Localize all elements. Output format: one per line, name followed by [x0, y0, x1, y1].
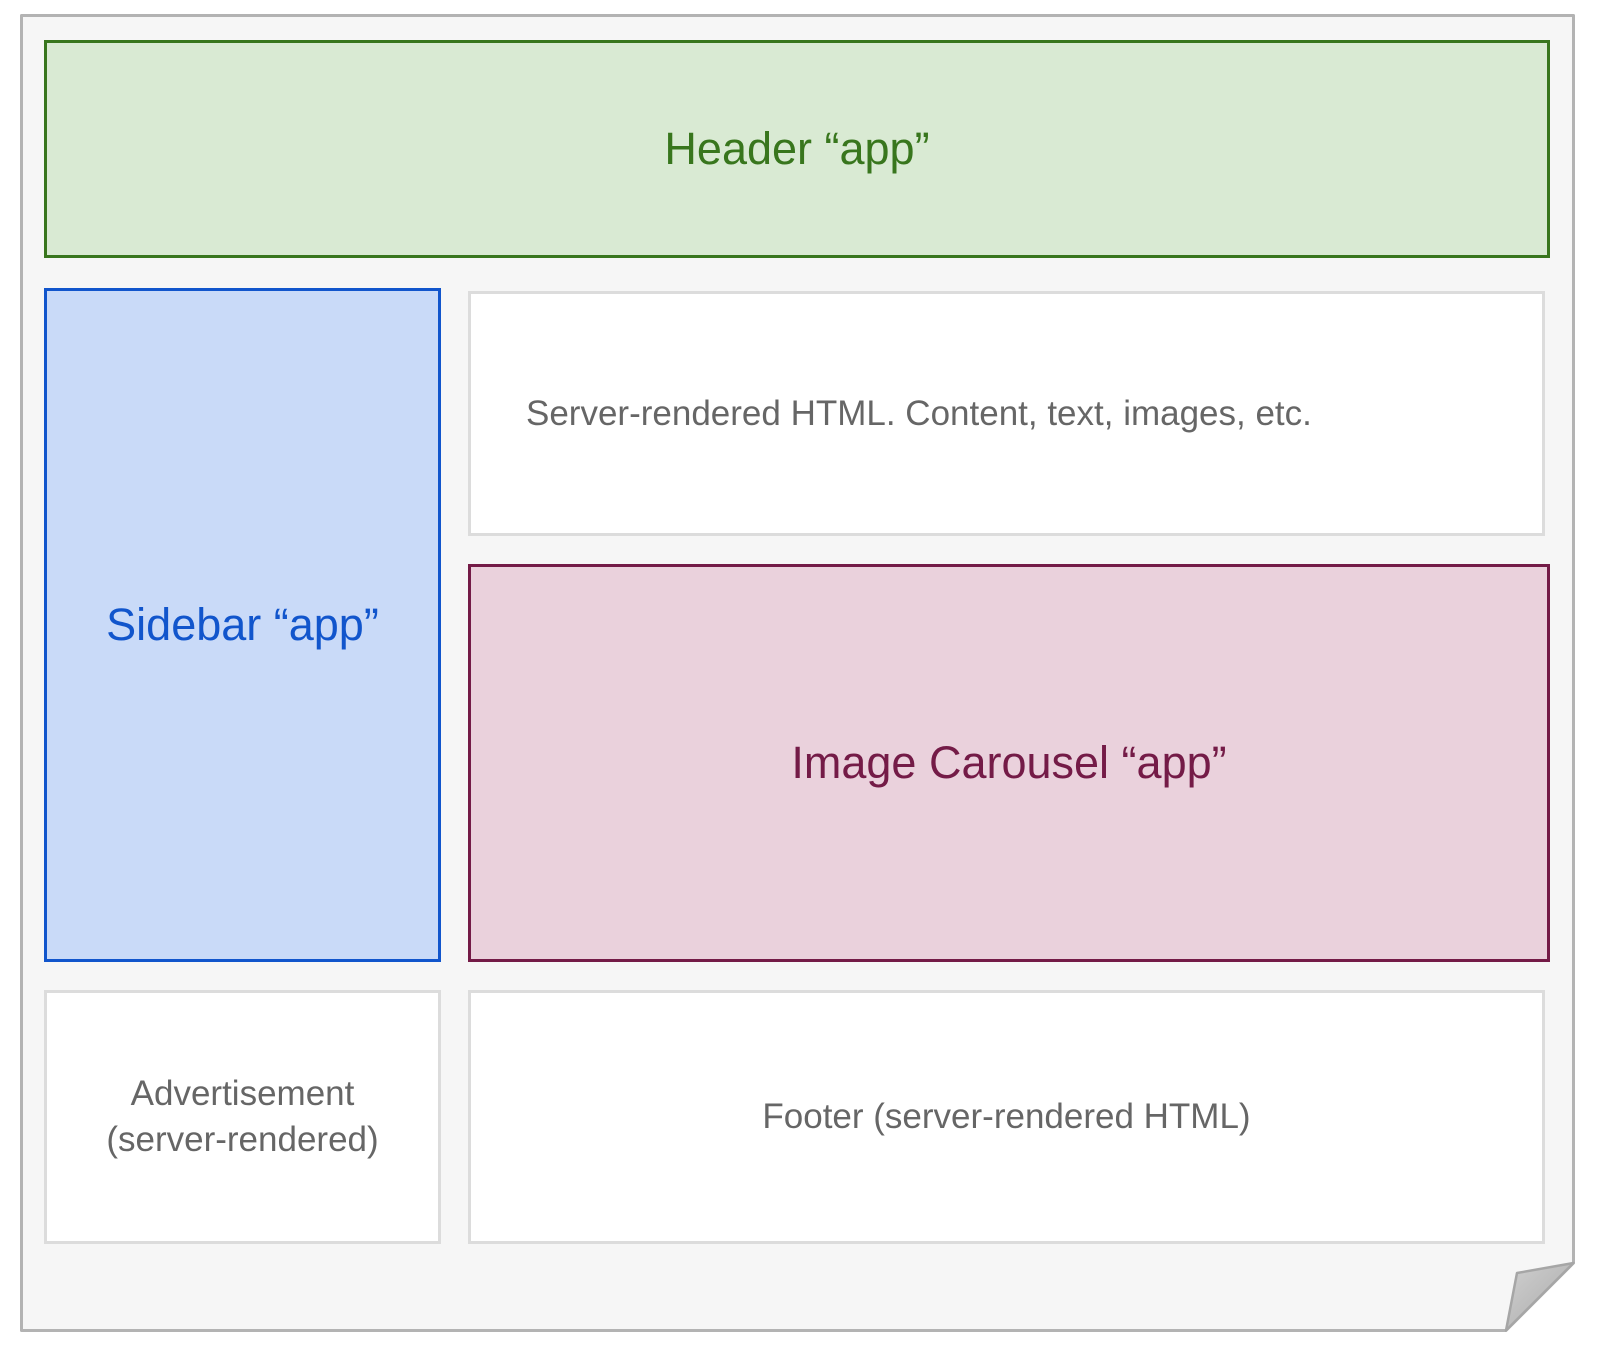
advertisement-label-line2: (server-rendered)	[106, 1120, 379, 1159]
header-app-box: Header “app”	[44, 40, 1550, 258]
page-sheet: Header “app” Sidebar “app” Server-render…	[20, 14, 1575, 1332]
advertisement-box: Advertisement (server-rendered)	[44, 990, 441, 1244]
image-carousel-app-box: Image Carousel “app”	[468, 564, 1550, 962]
image-carousel-app-label: Image Carousel “app”	[791, 737, 1227, 788]
server-rendered-content-box: Server-rendered HTML. Content, text, ima…	[468, 291, 1545, 536]
page-curl-icon	[1504, 1261, 1575, 1332]
server-rendered-content-label: Server-rendered HTML. Content, text, ima…	[526, 393, 1312, 433]
footer-label: Footer (server-rendered HTML)	[762, 1097, 1251, 1136]
advertisement-label-line1: Advertisement	[130, 1073, 355, 1113]
sidebar-app-label: Sidebar “app”	[106, 599, 379, 650]
footer-box: Footer (server-rendered HTML)	[468, 990, 1545, 1244]
sidebar-app-box: Sidebar “app”	[44, 288, 441, 962]
header-app-label: Header “app”	[664, 123, 930, 174]
